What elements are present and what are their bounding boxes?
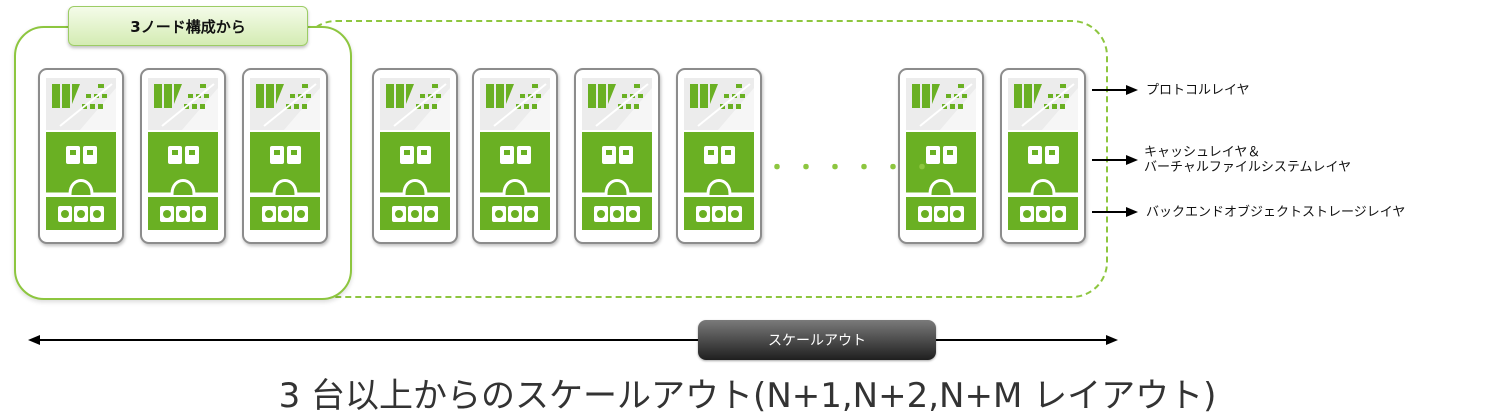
fabric-connector-icon — [582, 179, 652, 196]
disk-icons — [392, 206, 438, 222]
node-graphic — [148, 78, 218, 230]
arrow-right-icon — [1092, 155, 1138, 165]
disk-icons — [918, 206, 964, 222]
storage-node-9 — [1000, 68, 1086, 244]
protocol-bar-icon — [396, 84, 404, 108]
protocol-layer-label: プロトコルレイヤ — [1146, 82, 1250, 98]
protocol-bar-icon — [52, 84, 60, 108]
storage-node-5 — [472, 68, 558, 244]
fabric-connector-icon — [250, 179, 320, 196]
storage-node-3 — [242, 68, 328, 244]
disk-icons — [492, 206, 538, 222]
node-graphic — [380, 78, 450, 230]
protocol-bar-icon — [1024, 84, 1032, 108]
protocol-layer-legend: プロトコルレイヤ — [1092, 80, 1250, 100]
three-node-label: 3ノード構成から — [68, 6, 308, 46]
scale-out-badge: スケールアウト — [698, 320, 936, 360]
node-graphic — [480, 78, 550, 230]
fabric-connector-icon — [148, 179, 218, 196]
protocol-bar-icon — [154, 84, 162, 108]
storage-node-6 — [574, 68, 660, 244]
fabric-connector-icon — [380, 179, 450, 196]
cache-chip-icon — [168, 146, 199, 164]
protocol-bar-icon — [598, 84, 606, 108]
backend-layer-legend: バックエンドオブジェクトストレージレイヤ — [1092, 202, 1405, 222]
cache-chip-icon — [1028, 146, 1059, 164]
protocol-bar-icon — [62, 84, 70, 108]
node-graphic — [1008, 78, 1078, 230]
protocol-bar-icon — [256, 84, 264, 108]
cache-chip-icon — [602, 146, 633, 164]
scale-out-double-arrow — [28, 335, 1118, 345]
disk-icons — [594, 206, 640, 222]
cache-chip-icon — [704, 146, 735, 164]
storage-node-2 — [140, 68, 226, 244]
node-graphic — [906, 78, 976, 230]
protocol-bar-icon — [588, 84, 596, 108]
fabric-connector-icon — [480, 179, 550, 196]
fabric-connector-icon — [906, 179, 976, 196]
ellipsis-dots: ・・・・・・ — [766, 156, 941, 181]
disk-icons — [696, 206, 742, 222]
protocol-bar-icon — [922, 84, 930, 108]
storage-node-7 — [676, 68, 762, 244]
disk-icons — [160, 206, 206, 222]
arrow-right-icon — [1092, 85, 1138, 95]
cache-layer-label-line2: バーチャルファイルシステムレイヤ — [1144, 160, 1352, 175]
protocol-bar-icon — [496, 84, 504, 108]
protocol-bar-icon — [386, 84, 394, 108]
protocol-bar-icon — [486, 84, 494, 108]
protocol-bar-icon — [700, 84, 708, 108]
cache-chip-icon — [926, 146, 957, 164]
protocol-bar-icon — [690, 84, 698, 108]
node-graphic — [582, 78, 652, 230]
cache-chip-icon — [400, 146, 431, 164]
disk-icons — [262, 206, 308, 222]
fabric-connector-icon — [684, 179, 754, 196]
backend-layer-label: バックエンドオブジェクトストレージレイヤ — [1146, 204, 1406, 220]
cache-chip-icon — [66, 146, 97, 164]
node-graphic — [250, 78, 320, 230]
arrow-right-icon — [1092, 207, 1138, 217]
node-graphic — [684, 78, 754, 230]
cache-chip-icon — [500, 146, 531, 164]
protocol-bar-icon — [912, 84, 920, 108]
disk-icons — [58, 206, 104, 222]
disk-icons — [1020, 206, 1066, 222]
cache-layer-label-line1: キャッシュレイヤ＆ — [1144, 145, 1261, 160]
protocol-bar-icon — [266, 84, 274, 108]
node-graphic — [46, 78, 116, 230]
cache-chip-icon — [270, 146, 301, 164]
storage-node-8 — [898, 68, 984, 244]
cache-layer-legend: キャッシュレイヤ＆ バーチャルファイルシステムレイヤ — [1092, 140, 1351, 180]
diagram-caption: 3 台以上からのスケールアウト(N+1,N+2,N+M レイアウト) — [278, 376, 1217, 416]
storage-node-4 — [372, 68, 458, 244]
protocol-bar-icon — [164, 84, 172, 108]
fabric-connector-icon — [1008, 179, 1078, 196]
protocol-bar-icon — [1014, 84, 1022, 108]
storage-node-1 — [38, 68, 124, 244]
fabric-connector-icon — [46, 179, 116, 196]
